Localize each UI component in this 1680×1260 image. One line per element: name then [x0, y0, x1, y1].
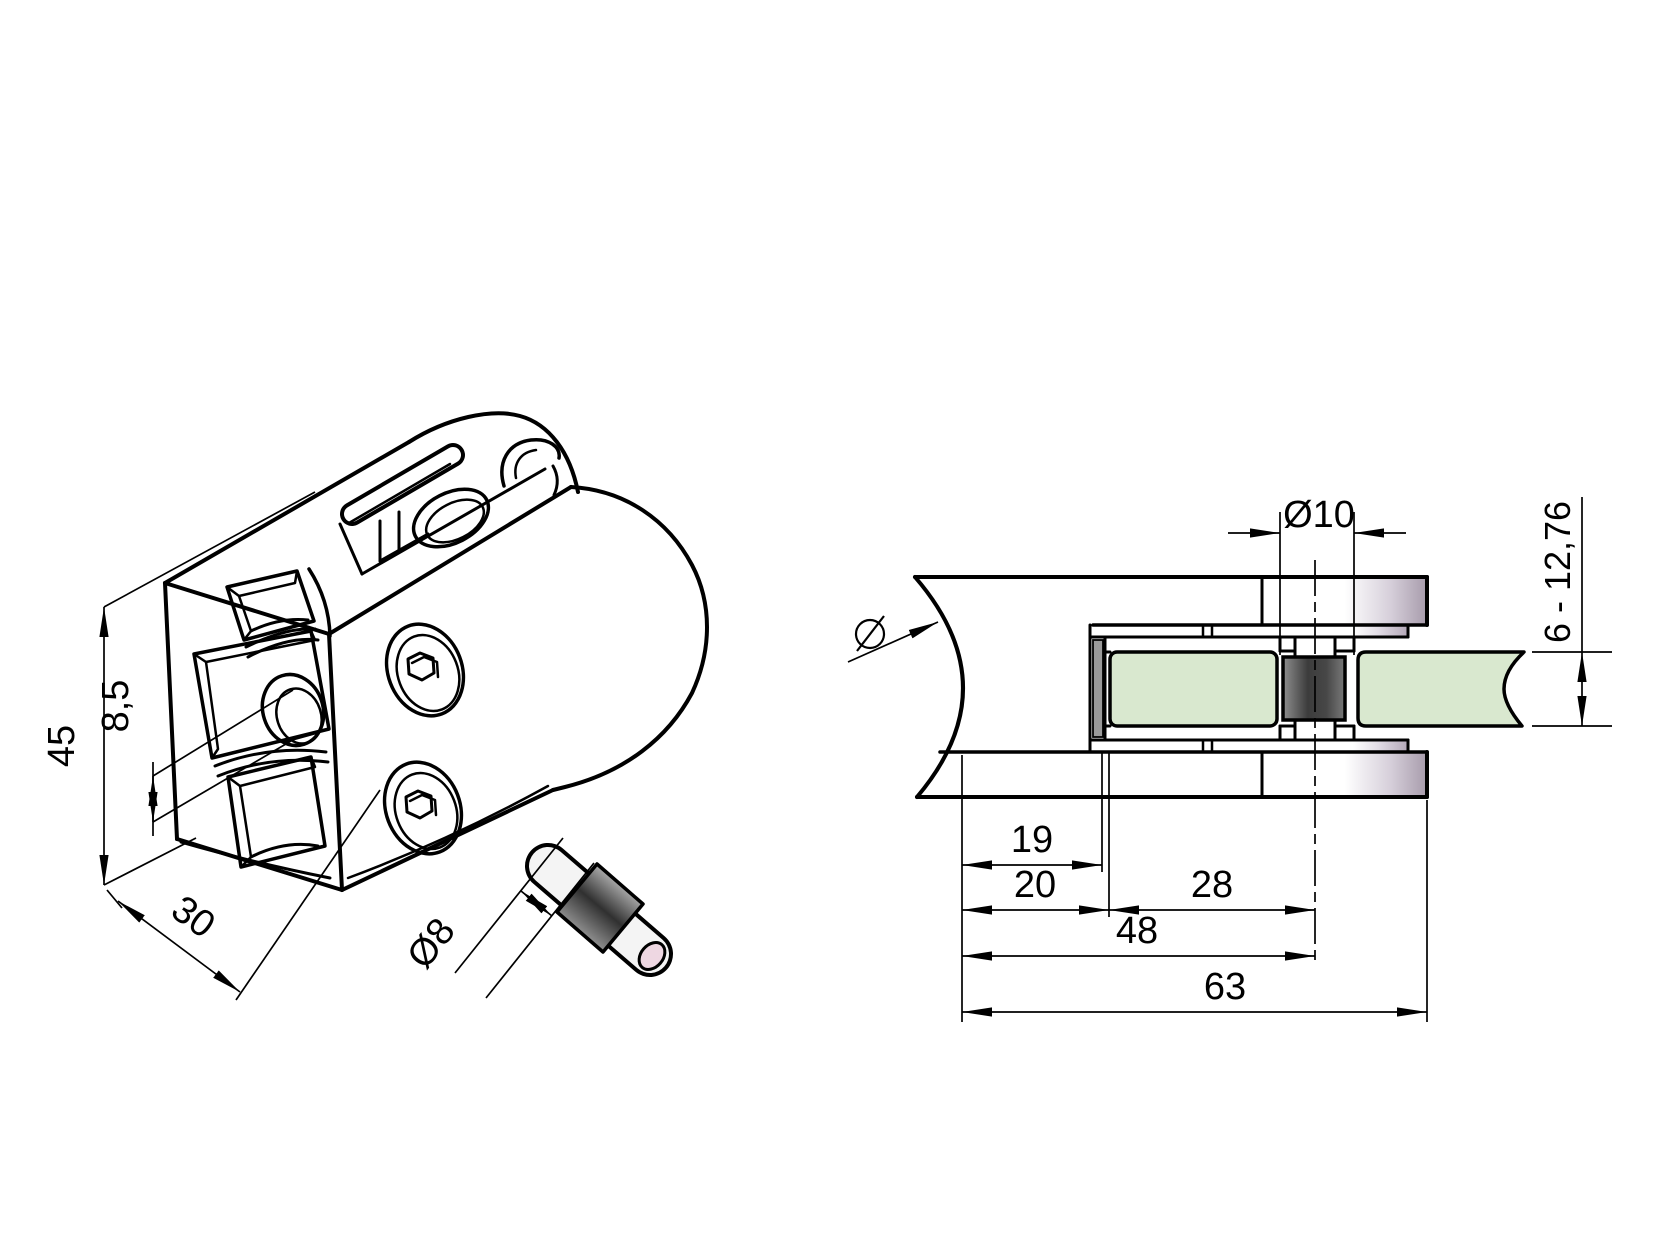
glass-panel-left [1108, 650, 1279, 728]
dimension-28: 28 [1109, 864, 1315, 915]
dimension-chain-bottom: 19 20 28 48 63 [961, 752, 1428, 1022]
pin-tip [637, 941, 667, 971]
dimension-63: 63 [962, 966, 1427, 1017]
clamp-section-outline [913, 575, 1429, 799]
top-slot-and-holes [338, 437, 561, 576]
dimension-height-45: 45 [41, 491, 316, 886]
dim-label-glass-range: 6 - 12,76 [1537, 501, 1578, 643]
dim-label-8-5: 8,5 [95, 680, 137, 733]
dimension-19: 19 [962, 819, 1102, 870]
dim-label-19: 19 [1011, 819, 1053, 861]
dim-label-pin-d8: Ø8 [399, 911, 463, 977]
dim-label-45: 45 [41, 725, 83, 767]
socket-screws [382, 622, 466, 856]
dim-label-pin-d10: Ø10 [1283, 494, 1355, 536]
glass-panel-right-with-break-line [1356, 650, 1526, 728]
socket-screw-bottom [382, 760, 464, 856]
clamp-body-outline [163, 411, 709, 892]
dimension-hole-offset-8-5: 8,5 [95, 680, 294, 836]
dimension-glass-thickness: 6 - 12,76 [1532, 497, 1612, 727]
diameter-symbol-circle [854, 618, 886, 650]
dim-label-30: 30 [164, 888, 223, 947]
shaded-metal-blocks [1262, 577, 1427, 797]
dimension-pin-diameter-10: Ø10 [1228, 494, 1406, 655]
diameter-symbol-slash [856, 615, 885, 652]
saddle-pockets [192, 569, 331, 869]
isometric-view: 45 8,5 30 Ø8 [41, 411, 709, 1001]
rubber-pin [525, 843, 673, 977]
dimension-20: 20 [962, 864, 1109, 915]
side-gasket [1092, 639, 1104, 738]
dimension-48: 48 [962, 910, 1315, 961]
tube-diameter-leader [847, 615, 939, 663]
rubber-buffer [1281, 655, 1347, 722]
section-view: Ø10 6 - 12,76 19 [847, 494, 1612, 1022]
dim-label-28: 28 [1191, 864, 1233, 906]
dim-label-48: 48 [1116, 910, 1158, 952]
glass-panels [1108, 650, 1526, 728]
socket-screw-top [384, 622, 466, 718]
pin-column [1278, 560, 1356, 960]
dim-label-20: 20 [1014, 864, 1056, 906]
dim-label-63: 63 [1204, 966, 1246, 1008]
